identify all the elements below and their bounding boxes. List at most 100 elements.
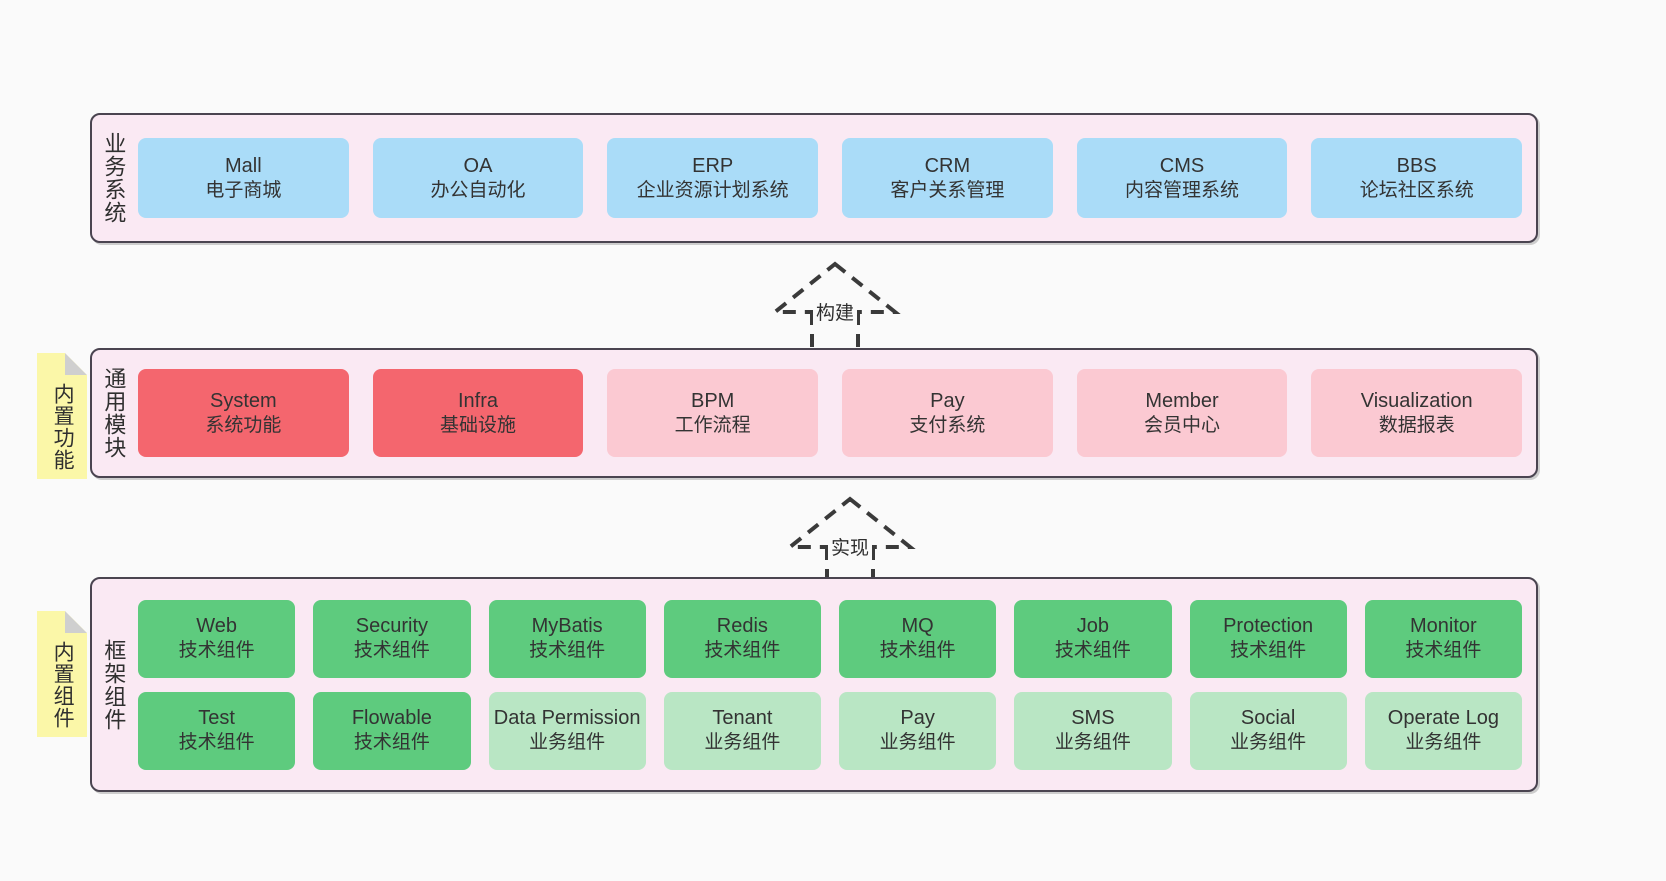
card-test-en: Test [198,707,235,730]
card-pay-component[interactable]: Pay 业务组件 [839,691,997,770]
card-mq-cn: 技术组件 [879,640,956,662]
card-web-en: Web [196,615,237,638]
arrow-build-label: 构建 [813,298,858,325]
card-visualization-cn: 数据报表 [1378,414,1455,436]
card-data-permission[interactable]: Data Permission 业务组件 [488,691,646,770]
card-bbs-cn: 论坛社区系统 [1359,179,1474,201]
card-sms-en: SMS [1071,707,1115,730]
card-cms[interactable]: CMS 内容管理系统 [1076,138,1288,218]
card-protection-cn: 技术组件 [1230,640,1307,662]
card-pay-component-cn: 业务组件 [879,732,956,754]
card-monitor-cn: 技术组件 [1405,640,1482,662]
card-job-cn: 技术组件 [1054,640,1131,662]
card-pay-module-cn: 支付系统 [909,414,986,436]
card-redis-en: Redis [716,615,768,638]
card-security-en: Security [355,615,428,638]
layer-body-business-systems: Mall 电子商城 OA 办公自动化 ERP 企业资源计划系统 CRM 客户关系… [134,115,1536,241]
card-infra-cn: 基础设施 [440,414,517,436]
card-security-cn: 技术组件 [353,640,430,662]
note-fold-icon [65,611,87,633]
card-oa[interactable]: OA 办公自动化 [372,138,584,218]
card-system[interactable]: System 系统功能 [138,369,349,457]
card-mall[interactable]: Mall 电子商城 [138,138,349,218]
card-protection[interactable]: Protection 技术组件 [1189,599,1347,678]
layer-title-business-systems: 业务系统 [101,132,127,224]
card-oa-en: OA [463,154,493,177]
note-builtin-features: 内置功能 [37,353,87,479]
card-monitor-en: Monitor [1410,615,1477,638]
card-sms[interactable]: SMS 业务组件 [1014,691,1172,770]
card-infra[interactable]: Infra 基础设施 [372,369,584,457]
card-oa-cn: 办公自动化 [430,179,526,201]
card-system-en: System [209,389,277,412]
card-test-cn: 技术组件 [178,732,255,754]
card-member-en: Member [1145,389,1219,412]
card-flowable-en: Flowable [351,707,432,730]
card-crm-cn: 客户关系管理 [890,179,1005,201]
card-member[interactable]: Member 会员中心 [1076,369,1288,457]
card-test[interactable]: Test 技术组件 [138,691,296,770]
card-monitor[interactable]: Monitor 技术组件 [1364,599,1522,678]
card-bpm[interactable]: BPM 工作流程 [607,369,819,457]
card-data-permission-cn: 业务组件 [529,732,606,754]
card-mq-en: MQ [901,615,934,638]
layer-body-common-modules: System 系统功能 Infra 基础设施 BPM 工作流程 Pay 支付系统… [134,350,1536,476]
card-erp-en: ERP [692,154,734,177]
card-pay-module[interactable]: Pay 支付系统 [842,369,1053,457]
card-operate-log-cn: 业务组件 [1405,732,1482,754]
card-pay-component-en: Pay [900,707,935,730]
card-tenant-cn: 业务组件 [704,732,781,754]
note-builtin-components: 内置组件 [37,611,87,737]
card-bpm-en: BPM [691,389,735,412]
layer-title-common-modules: 通用模块 [101,367,127,459]
card-mall-en: Mall [225,154,262,177]
card-redis[interactable]: Redis 技术组件 [663,599,821,678]
framework-row-business: Test 技术组件 Flowable 技术组件 Data Permission … [138,691,1522,770]
card-operate-log-en: Operate Log [1387,707,1499,730]
card-mall-cn: 电子商城 [205,179,282,201]
card-social[interactable]: Social 业务组件 [1189,691,1347,770]
card-bbs[interactable]: BBS 论坛社区系统 [1311,138,1523,218]
card-pay-module-en: Pay [930,389,965,412]
card-member-cn: 会员中心 [1144,414,1221,436]
layer-body-framework-components: Web 技术组件 Security 技术组件 MyBatis 技术组件 Redi… [134,579,1536,790]
card-security[interactable]: Security 技术组件 [313,599,471,678]
card-infra-en: Infra [457,389,499,412]
arrow-implement-label: 实现 [828,533,873,560]
card-web-cn: 技术组件 [178,640,255,662]
layer-business-systems: 业务系统 Mall 电子商城 OA 办公自动化 ERP 企业资源计划系统 CRM… [90,113,1538,243]
layer-title-framework-components: 框架组件 [101,638,127,731]
note-fold-icon [65,353,87,375]
card-tenant-en: Tenant [712,707,773,730]
card-data-permission-en: Data Permission [493,707,641,730]
card-visualization[interactable]: Visualization 数据报表 [1311,369,1523,457]
card-cms-cn: 内容管理系统 [1125,179,1240,201]
card-erp-cn: 企业资源计划系统 [636,179,789,201]
card-erp[interactable]: ERP 企业资源计划系统 [607,138,819,218]
card-crm-en: CRM [924,154,971,177]
card-mq[interactable]: MQ 技术组件 [839,599,997,678]
card-job[interactable]: Job 技术组件 [1014,599,1172,678]
card-bpm-cn: 工作流程 [674,414,751,436]
card-flowable[interactable]: Flowable 技术组件 [313,691,471,770]
card-crm[interactable]: CRM 客户关系管理 [842,138,1053,218]
card-mybatis-cn: 技术组件 [529,640,606,662]
card-mybatis[interactable]: MyBatis 技术组件 [488,599,646,678]
arrow-build: 构建 [755,258,915,350]
card-web[interactable]: Web 技术组件 [138,599,296,678]
card-operate-log[interactable]: Operate Log 业务组件 [1364,691,1522,770]
note-builtin-features-label: 内置功能 [51,383,75,471]
layer-framework-components: 框架组件 Web 技术组件 Security 技术组件 MyBatis 技术组件… [90,577,1538,792]
card-mybatis-en: MyBatis [531,615,603,638]
card-bbs-en: BBS [1396,154,1437,177]
framework-row-technical: Web 技术组件 Security 技术组件 MyBatis 技术组件 Redi… [138,599,1522,678]
card-tenant[interactable]: Tenant 业务组件 [663,691,821,770]
business-systems-row: Mall 电子商城 OA 办公自动化 ERP 企业资源计划系统 CRM 客户关系… [138,138,1523,218]
card-social-cn: 业务组件 [1230,732,1307,754]
card-protection-en: Protection [1223,615,1314,638]
common-modules-row: System 系统功能 Infra 基础设施 BPM 工作流程 Pay 支付系统… [138,369,1523,457]
card-sms-cn: 业务组件 [1054,732,1131,754]
note-builtin-components-label: 内置组件 [51,641,75,729]
arrow-implement: 实现 [770,493,930,585]
